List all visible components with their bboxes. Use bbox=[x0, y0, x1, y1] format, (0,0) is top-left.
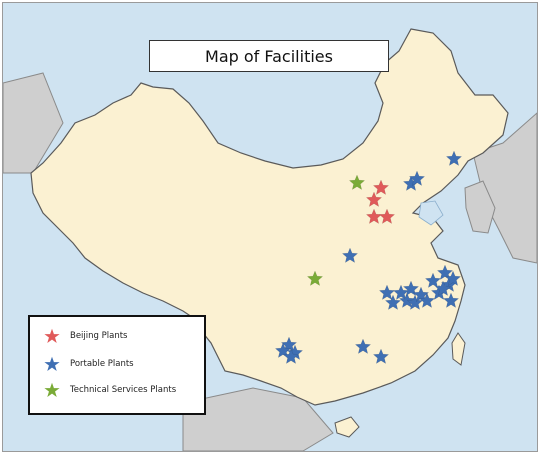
island-taiwan bbox=[451, 332, 466, 366]
facility-star-icon[interactable] bbox=[365, 191, 383, 208]
neighbor-land-korea bbox=[464, 180, 496, 234]
facility-markers bbox=[274, 150, 463, 365]
facility-star-icon[interactable] bbox=[372, 348, 390, 365]
legend-label: Technical Services Plants bbox=[70, 385, 177, 395]
facility-star-icon[interactable] bbox=[378, 208, 396, 225]
legend-item-portable-plants: Portable Plants bbox=[44, 355, 134, 373]
facility-star-icon[interactable] bbox=[398, 292, 416, 309]
legend-label: Beijing Plants bbox=[70, 331, 128, 341]
facility-star-icon[interactable] bbox=[378, 284, 396, 301]
island-hainan bbox=[334, 416, 360, 438]
facility-star-icon[interactable] bbox=[434, 280, 452, 297]
facility-star-icon[interactable] bbox=[306, 270, 324, 287]
facility-star-icon[interactable] bbox=[372, 179, 390, 196]
facility-star-icon[interactable] bbox=[436, 264, 454, 281]
facility-star-icon[interactable] bbox=[408, 170, 426, 187]
facility-star-icon[interactable] bbox=[444, 270, 462, 287]
facility-star-icon[interactable] bbox=[445, 150, 463, 167]
facility-star-icon[interactable] bbox=[424, 272, 442, 289]
facility-star-icon[interactable] bbox=[406, 294, 424, 311]
facility-star-icon[interactable] bbox=[392, 284, 410, 301]
facility-star-icon[interactable] bbox=[348, 174, 366, 191]
map-title-box: Map of Facilities bbox=[149, 40, 389, 72]
legend-label: Portable Plants bbox=[70, 359, 134, 369]
neighbor-land-south bbox=[182, 387, 334, 451]
blue-star-icon bbox=[44, 356, 60, 372]
facility-star-icon[interactable] bbox=[341, 247, 359, 264]
legend-item-beijing-plants: Beijing Plants bbox=[44, 327, 127, 345]
map-canvas[interactable] bbox=[3, 3, 537, 451]
neighbor-land-west bbox=[3, 72, 64, 174]
facility-star-icon[interactable] bbox=[354, 338, 372, 355]
map-title: Map of Facilities bbox=[205, 46, 333, 66]
facility-star-icon[interactable] bbox=[282, 348, 300, 365]
legend-item-technical-services-plants: Technical Services Plants bbox=[44, 381, 176, 399]
facility-star-icon[interactable] bbox=[365, 208, 383, 225]
facility-star-icon[interactable] bbox=[442, 292, 460, 309]
legend: Beijing Plants Portable Plants Technical… bbox=[28, 315, 206, 415]
bohai-bay bbox=[418, 200, 444, 226]
facility-star-icon[interactable] bbox=[384, 294, 402, 311]
facility-star-icon[interactable] bbox=[418, 292, 436, 309]
green-star-icon bbox=[44, 382, 60, 398]
facility-star-icon[interactable] bbox=[274, 342, 292, 359]
facility-star-icon[interactable] bbox=[402, 280, 420, 297]
red-star-icon bbox=[44, 328, 60, 344]
